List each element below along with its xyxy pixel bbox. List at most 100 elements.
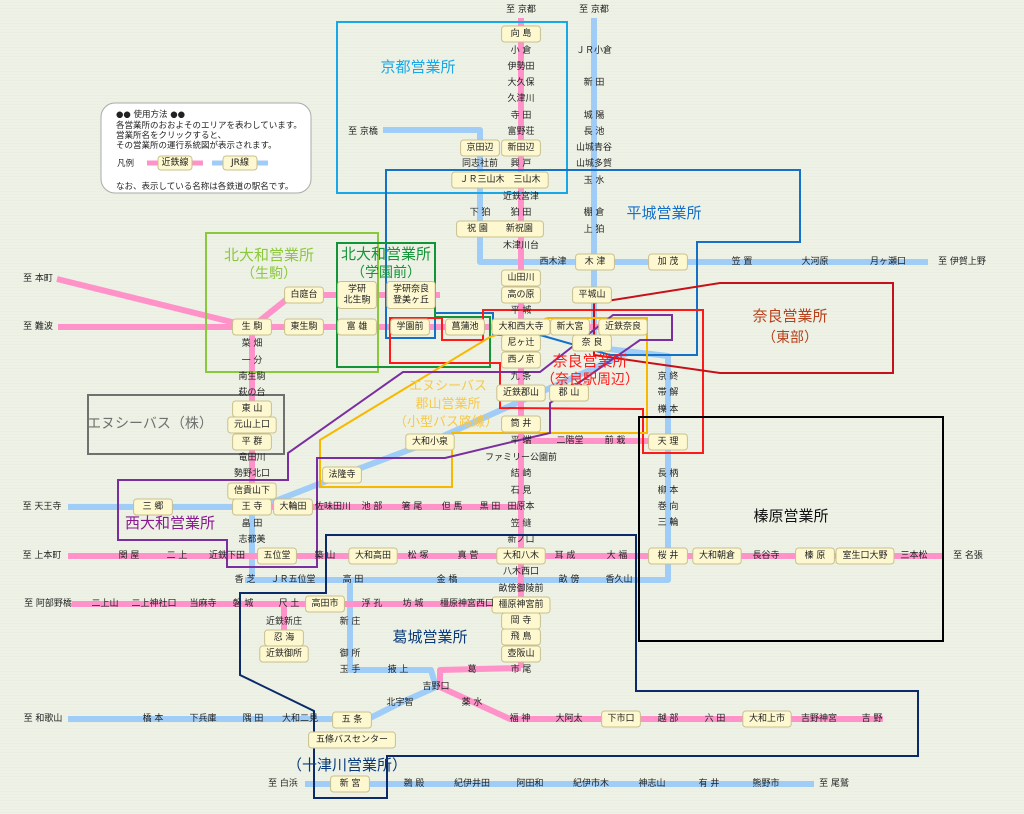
legend-note: なお、表示している名称は各鉄道の駅名です。	[116, 181, 293, 192]
nishiyamato-office-link[interactable]: 西大和営業所	[125, 514, 215, 532]
station-name: 吉野神宮	[801, 712, 837, 724]
kintetsu-yoshino-line	[437, 665, 883, 722]
station-name: 平 端	[511, 434, 532, 446]
station-label: 二上山	[91, 598, 118, 609]
nc-koriyama-sub[interactable]: 郡山営業所	[415, 396, 480, 412]
station-name: 田原本	[507, 500, 534, 512]
station-name: 櫟 本	[658, 403, 679, 415]
station-name: 棚 倉	[584, 206, 605, 218]
nc-koriyama-sub2[interactable]: （小型バス路線）	[394, 414, 498, 430]
station-label: 伊勢田	[507, 60, 534, 72]
kitayamato-gakuenmae-link[interactable]: 北大和営業所 （学園前）	[341, 245, 431, 281]
haibara-office-link[interactable]: 榛原営業所	[753, 507, 828, 525]
kitayamato-ikoma-name[interactable]: 北大和営業所	[224, 246, 314, 264]
station-box-frame	[308, 731, 396, 749]
station-name: 近鉄郡山	[503, 386, 539, 398]
katsuragi-office-link[interactable]: 葛城営業所	[392, 628, 467, 646]
station-box: 西ノ京	[501, 351, 541, 369]
station-box-frame	[451, 171, 549, 189]
nara-east-office-sub[interactable]: （東部）	[762, 330, 818, 346]
station-name: 高 田	[343, 573, 364, 585]
station-name: 松 塚	[408, 549, 429, 561]
station-name: 至 伊賀上野	[938, 255, 986, 267]
station-label: 萩の台	[238, 386, 265, 398]
kintetsu-keihanna-line	[56, 276, 253, 330]
station-label: 至 京都	[506, 3, 536, 15]
station-box-frame	[501, 351, 541, 369]
totsukawa-office-link[interactable]: （十津川営業所）	[287, 756, 407, 774]
station-box: 大和上市	[742, 710, 792, 728]
station-label: 結 崎	[511, 467, 532, 479]
nc-koriyama-name[interactable]: エヌシーバス	[409, 379, 487, 394]
nara-east-office-name[interactable]: 奈良営業所	[752, 307, 827, 325]
station-name: 大和西大寺	[498, 320, 543, 332]
station-label: 坊 城	[403, 597, 424, 609]
haibara-office-area	[638, 416, 944, 642]
station-name: 菜 畑	[242, 337, 263, 349]
station-name: 新ノ口	[507, 533, 534, 545]
station-box-frame	[332, 711, 372, 729]
heijo-office-link[interactable]: 平城営業所	[626, 204, 701, 222]
kyoto-office-area	[336, 21, 568, 194]
station-name: 隅 田	[243, 713, 264, 724]
station-name: 壺阪山	[507, 647, 534, 659]
station-name: 結 崎	[511, 467, 532, 479]
station-label: 至 名張	[953, 549, 983, 561]
nc-bus-link[interactable]: エヌシーバス（株）	[87, 416, 213, 432]
station-name: 平 群	[242, 435, 263, 447]
station-name: ＪＲ三山木 三山木	[459, 173, 540, 185]
station-label: 大 福	[607, 549, 628, 561]
station-name: 笠 縫	[511, 517, 532, 529]
station-name: ＪＲ五位堂	[270, 573, 315, 585]
station-box-frame	[337, 281, 377, 309]
station-name: 下 狛	[470, 206, 491, 218]
station-label: 二上神社口	[131, 597, 176, 609]
kitayamato-ikoma-sub[interactable]: （生駒）	[241, 266, 297, 282]
station-name: 至 阿部野橋	[24, 597, 72, 609]
station-label: 隅 田	[243, 713, 264, 724]
station-name: 有 井	[699, 777, 720, 789]
kitayamato-ikoma-link[interactable]: 北大和営業所 （生駒）	[224, 246, 314, 282]
station-box: 信貴山下	[227, 482, 277, 500]
kitayamato-gakuenmae-sub[interactable]: （学園前）	[351, 264, 421, 281]
station-label: 笠 置	[732, 255, 753, 267]
station-name: 香久山	[605, 573, 632, 585]
station-label: 田原本	[507, 500, 534, 512]
station-name: 上 狛	[584, 223, 605, 235]
station-name: 近鉄新庄	[266, 615, 302, 627]
station-name: 伊勢田	[507, 60, 534, 72]
station-label: 前 栽	[605, 434, 626, 446]
kyoto-office-link[interactable]: 京都営業所	[380, 58, 455, 76]
station-name: 月ヶ瀬口	[870, 255, 906, 267]
station-name: 寺 田	[511, 110, 532, 121]
station-name: 京 終	[658, 370, 679, 382]
station-label: 松 塚	[408, 549, 429, 561]
station-label: 平 端	[511, 434, 532, 446]
nara-station-office-link[interactable]: 奈良営業所 （奈良駅周辺）	[541, 352, 639, 388]
station-name: 大和小泉	[412, 435, 448, 447]
station-label: 南生駒	[238, 370, 265, 382]
station-name: 勢野北口	[234, 467, 270, 479]
station-name: 山城青谷	[576, 141, 612, 153]
station-label: 葛	[467, 663, 476, 675]
nara-station-office-sub[interactable]: （奈良駅周辺）	[541, 372, 639, 388]
nc-bus-koriyama-link[interactable]: エヌシーバス 郡山営業所 （小型バス路線）	[394, 379, 498, 430]
station-name: 新 田	[584, 76, 605, 88]
station-name: 下兵庫	[189, 712, 216, 724]
station-name: 至 天王寺	[23, 501, 62, 512]
station-box-frame	[501, 286, 541, 304]
station-label: 橋 本	[143, 712, 164, 724]
nara-east-office-link[interactable]: 奈良営業所 （東部）	[752, 307, 827, 346]
nara-station-office-name[interactable]: 奈良営業所	[552, 352, 627, 370]
station-name: 黒 田	[480, 501, 501, 512]
station-name: 石 見	[511, 485, 532, 496]
station-label: 櫟 本	[658, 403, 679, 415]
station-name: 祝 園 新祝園	[467, 222, 533, 234]
station-name: 磐 城	[233, 597, 254, 609]
station-label: 関 屋	[119, 550, 140, 561]
kitayamato-gakuenmae-name[interactable]: 北大和営業所	[341, 245, 431, 263]
station-label: 越 部	[658, 712, 679, 724]
station-label: 二階堂	[556, 434, 583, 446]
station-label: 紀伊井田	[454, 777, 490, 789]
station-name: 富野荘	[507, 125, 534, 137]
